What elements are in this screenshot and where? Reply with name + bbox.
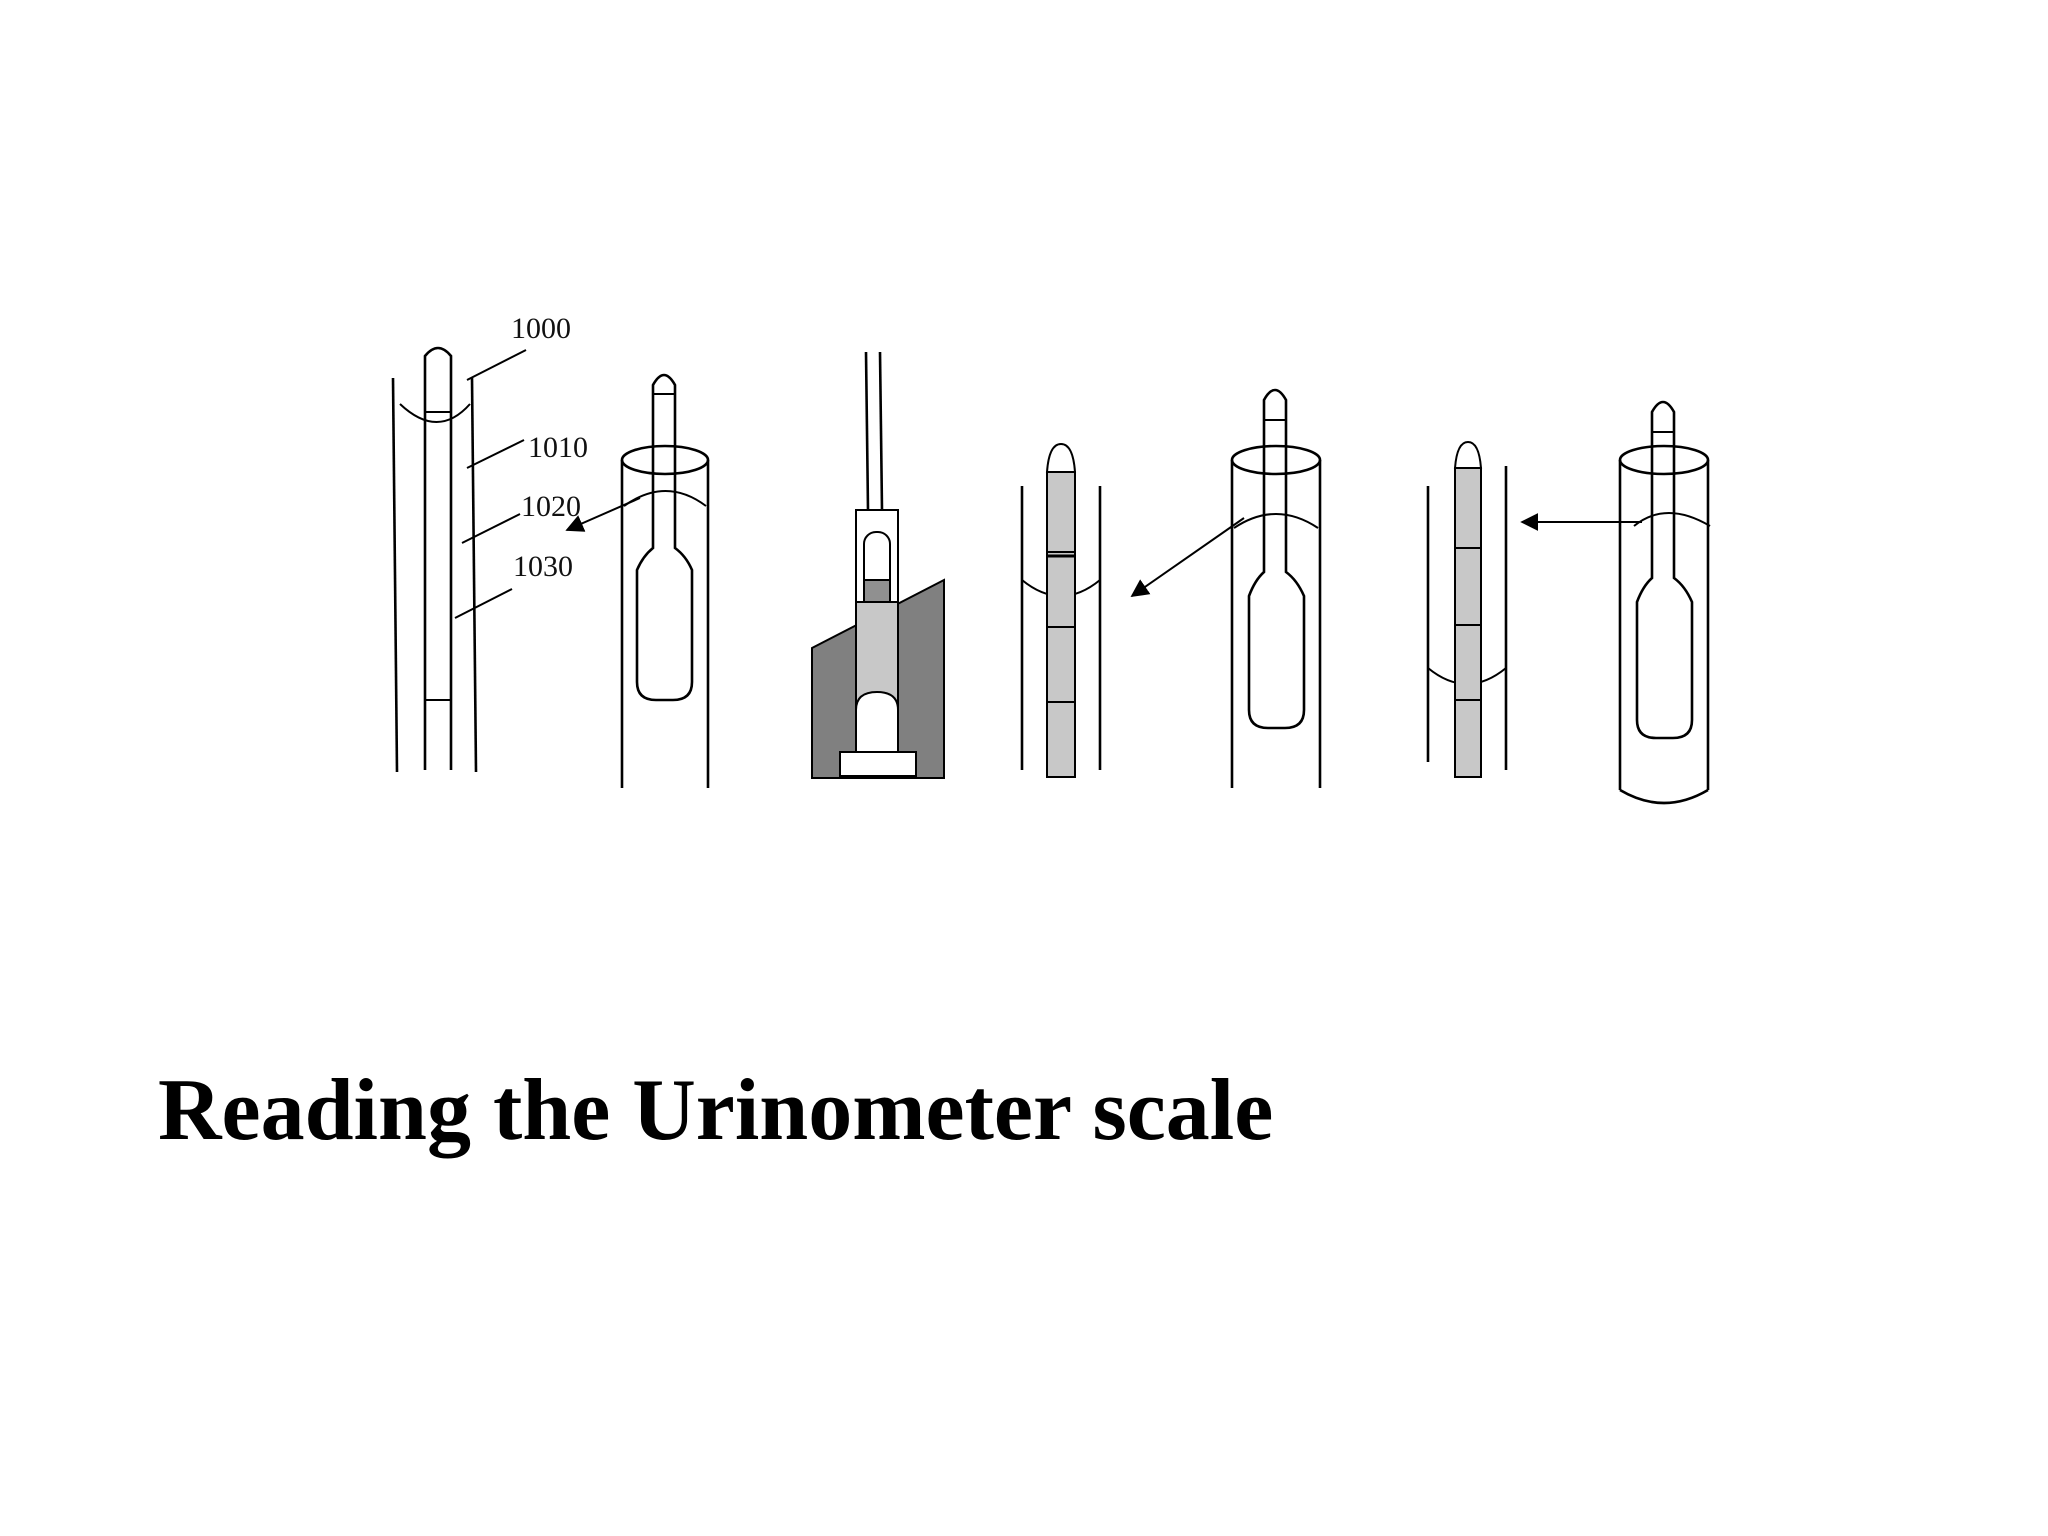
scale-label-1020: 1020 xyxy=(521,490,581,523)
label-leader-1000 xyxy=(466,349,527,381)
urinometer-cylinder-figure-1 xyxy=(565,373,710,788)
meniscus-curve xyxy=(623,490,707,507)
liquid-level xyxy=(863,579,891,603)
urinometer-body xyxy=(1635,400,1694,740)
meniscus-curve xyxy=(399,403,471,423)
urinometer-cylinder-figure-3 xyxy=(1520,400,1711,805)
scale-closeup-figure: 1000 1010 1020 1030 xyxy=(391,312,588,773)
scale-reading-figure-2 xyxy=(1426,440,1508,778)
label-leader-1020 xyxy=(461,513,521,544)
scale-reading-figure-1 xyxy=(1020,442,1102,778)
label-leader-1010 xyxy=(466,439,525,469)
scale-label-1000: 1000 xyxy=(511,312,571,345)
scale-strip xyxy=(1454,467,1482,778)
slide-title: Reading the Urinometer scale xyxy=(158,1062,1274,1159)
urinometer-stem xyxy=(423,346,453,770)
scale-label-1030: 1030 xyxy=(513,550,573,583)
urinometer-stand-figure xyxy=(811,351,945,779)
cylinder-foot xyxy=(839,751,917,777)
meniscus-curve xyxy=(1633,512,1711,527)
reading-arrow xyxy=(565,497,641,532)
scale-graduations xyxy=(424,412,452,700)
scale-strip xyxy=(1046,471,1076,778)
meniscus-curve xyxy=(1233,513,1319,529)
urinometer-body xyxy=(1247,388,1306,730)
label-leader-1030 xyxy=(454,588,513,619)
reading-arrow xyxy=(1130,517,1245,598)
scale-label-1010: 1010 xyxy=(528,431,588,464)
urinometer-body xyxy=(635,373,694,702)
urinometer-cylinder-figure-2 xyxy=(1130,388,1322,788)
